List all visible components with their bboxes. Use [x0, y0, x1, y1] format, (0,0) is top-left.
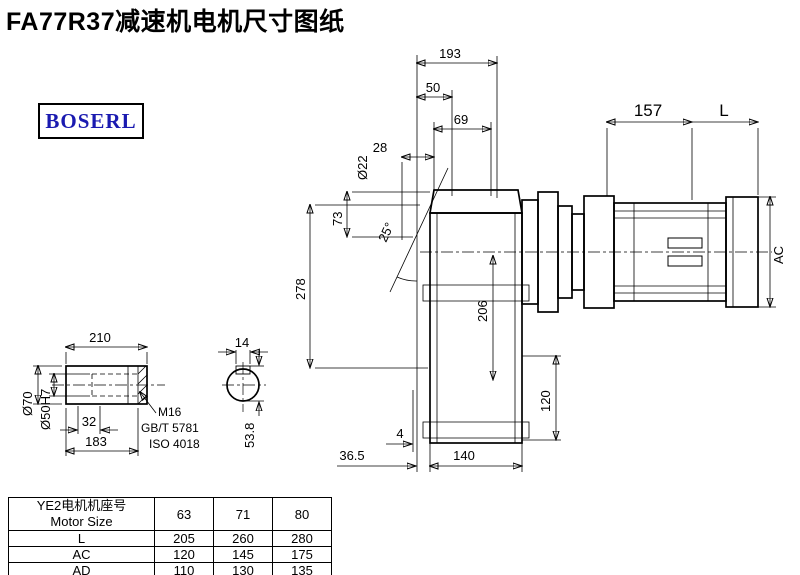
thread-m16-label: M16 [158, 405, 182, 419]
table-row-L: L 205 260 280 [8, 530, 332, 547]
cell-AC-63: 120 [154, 546, 214, 563]
shaft-detail: 210 Ø70 Ø50H7 32 [20, 330, 200, 456]
dim-69-label: 69 [454, 112, 468, 127]
dim-L-label: L [719, 101, 728, 120]
dim-28-label: 28 [373, 140, 387, 155]
dim-50h7-label: Ø50H7 [38, 389, 53, 430]
dim-157-label: 157 [634, 101, 662, 120]
gearbox-housing: 206 120 [422, 189, 561, 444]
cell-L-71: 260 [213, 530, 273, 547]
motor-size-table: YE2电机机座号 Motor Size 63 71 80 L 205 260 2… [8, 497, 332, 575]
cell-AD-80: 135 [272, 562, 332, 575]
dim-36-5-label: 36.5 [339, 448, 364, 463]
dim-22-label: Ø22 [355, 155, 370, 180]
drawing-title: FA77R37减速机电机尺寸图纸 [6, 8, 345, 36]
dim-140-label: 140 [453, 448, 475, 463]
key-cross-section: 14 53.8 [218, 335, 268, 448]
table-header-size-63: 63 [154, 497, 214, 531]
technical-drawing: 193 50 69 28 Ø22 73 278 25° [20, 46, 786, 472]
table-header-motor-size: YE2电机机座号 Motor Size [8, 497, 155, 531]
row-label-L: L [8, 530, 155, 547]
dim-183-label: 183 [85, 434, 107, 449]
dim-120-label: 120 [538, 390, 553, 412]
table-header-line1: YE2电机机座号 [36, 498, 127, 513]
bottom-dimensions: 4 36.5 140 [337, 390, 522, 472]
dim-AC-label: AC [771, 246, 786, 264]
dim-53-8-label: 53.8 [242, 423, 257, 448]
row-label-AD: AD [8, 562, 155, 575]
table-row-AC: AC 120 145 175 [8, 546, 332, 563]
dim-73-label: 73 [330, 212, 345, 226]
table-header-size-80: 80 [272, 497, 332, 531]
cell-L-80: 280 [272, 530, 332, 547]
dim-14-label: 14 [235, 335, 249, 350]
dim-278-label: 278 [293, 278, 308, 300]
dim-193-label: 193 [439, 46, 461, 61]
thread-gbt-label: GB/T 5781 [141, 421, 199, 435]
dim-4-label: 4 [396, 426, 403, 441]
cell-AD-63: 110 [154, 562, 214, 575]
table-header-line2: Motor Size [50, 514, 113, 529]
dim-210-label: 210 [89, 330, 111, 345]
cell-L-63: 205 [154, 530, 214, 547]
table-row-AD: AD 110 130 135 [8, 562, 332, 575]
cell-AC-80: 175 [272, 546, 332, 563]
dim-70-label: Ø70 [20, 391, 35, 416]
dim-206-label: 206 [475, 300, 490, 322]
table-header-size-71: 71 [213, 497, 273, 531]
motor-assembly: AC [521, 191, 786, 313]
center-lines [52, 251, 772, 412]
row-label-AC: AC [8, 546, 155, 563]
table-header-row: YE2电机机座号 Motor Size 63 71 80 [8, 497, 332, 531]
cell-AC-71: 145 [213, 546, 273, 563]
cell-AD-71: 130 [213, 562, 273, 575]
dim-50-label: 50 [426, 80, 440, 95]
dim-32-label: 32 [82, 414, 96, 429]
top-dimensions: 193 50 69 28 Ø22 73 278 25° [293, 46, 758, 472]
thread-iso-label: ISO 4018 [149, 437, 200, 451]
dim-25deg-label: 25° [375, 220, 397, 244]
brand-logo-box: BOSERL [38, 103, 144, 139]
brand-logo-text: BOSERL [45, 108, 137, 133]
